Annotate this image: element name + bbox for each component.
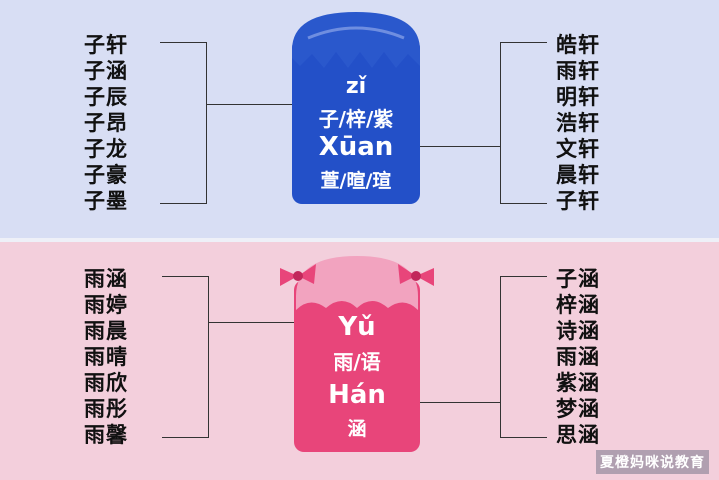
name-item: 皓轩: [556, 33, 600, 57]
name-item: 文轩: [556, 137, 600, 161]
girl-chars-1: 雨/语: [333, 350, 381, 374]
name-item: 雨婷: [84, 293, 128, 317]
boy-chars-2: 萱/暄/瑄: [320, 170, 392, 192]
name-item: 子昂: [84, 111, 128, 135]
name-item: 子辰: [84, 85, 128, 109]
name-item: 雨彤: [84, 397, 128, 421]
name-item: 子涵: [84, 59, 128, 83]
name-item: 诗涵: [556, 319, 600, 343]
name-item: 晨轩: [556, 163, 600, 187]
watermark: 夏橙妈咪说教育: [596, 450, 709, 474]
name-item: 雨馨: [84, 423, 128, 447]
name-item: 梓涵: [556, 293, 600, 317]
boy-pinyin-2: Xūan: [318, 132, 394, 162]
boy-left-name-list: 子轩 子涵 子辰 子昂 子龙 子豪 子墨: [84, 32, 128, 214]
name-item: 雨涵: [84, 267, 128, 291]
name-item: 雨轩: [556, 59, 600, 83]
girl-pinyin-1: Yǔ: [338, 312, 376, 342]
name-item: 雨晨: [84, 319, 128, 343]
girl-right-bracket: [500, 276, 547, 438]
name-item: 子涵: [556, 267, 600, 291]
section-divider: [0, 238, 719, 242]
name-item: 紫涵: [556, 371, 600, 395]
name-item: 思涵: [556, 423, 600, 447]
name-item: 梦涵: [556, 397, 600, 421]
girl-right-connector: [420, 402, 500, 403]
name-item: 明轩: [556, 85, 600, 109]
name-item: 雨涵: [556, 345, 600, 369]
name-item: 子龙: [84, 137, 128, 161]
name-item: 雨晴: [84, 345, 128, 369]
girl-left-connector: [208, 322, 294, 323]
girl-right-name-list: 子涵 梓涵 诗涵 雨涵 紫涵 梦涵 思涵: [556, 266, 600, 448]
girl-character-icon: [280, 256, 434, 452]
boy-pinyin-1: zǐ: [345, 74, 367, 99]
boy-left-connector: [206, 104, 292, 105]
boy-right-name-list: 皓轩 雨轩 明轩 浩轩 文轩 晨轩 子轩: [556, 32, 600, 214]
name-item: 子轩: [84, 33, 128, 57]
boy-left-bracket: [160, 42, 207, 204]
name-item: 浩轩: [556, 111, 600, 135]
boy-chars-1: 子/梓/紫: [318, 107, 394, 131]
boy-name-tag: zǐ 子/梓/紫 Xūan 萱/暄/瑄: [288, 8, 424, 206]
boy-right-bracket: [500, 42, 547, 204]
girl-pinyin-2: Hán: [328, 380, 386, 410]
name-item: 子墨: [84, 189, 128, 213]
boy-character-icon: [292, 12, 420, 204]
boy-right-connector: [420, 146, 500, 147]
girl-name-tag: Yǔ 雨/语 Hán 涵: [276, 250, 438, 454]
name-item: 子轩: [556, 189, 600, 213]
name-item: 雨欣: [84, 371, 128, 395]
girl-left-bracket: [162, 276, 209, 438]
name-item: 子豪: [84, 163, 128, 187]
girl-chars-2: 涵: [347, 418, 367, 440]
girl-left-name-list: 雨涵 雨婷 雨晨 雨晴 雨欣 雨彤 雨馨: [84, 266, 128, 448]
